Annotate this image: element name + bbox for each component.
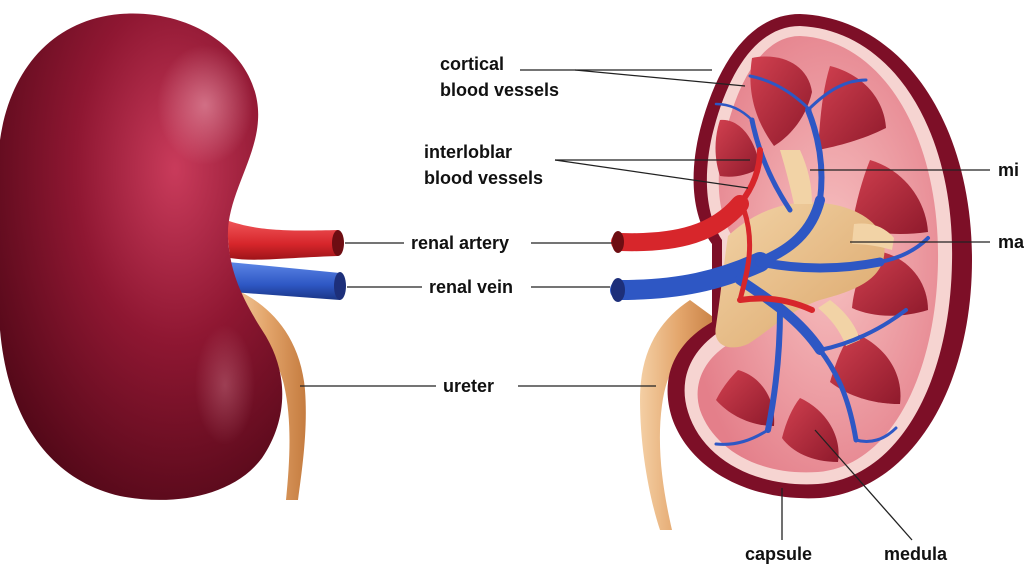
external-renal-artery: [226, 220, 338, 260]
label-major-partial: ma: [998, 232, 1024, 252]
section-ureter: [640, 300, 720, 530]
label-renal-artery: renal artery: [411, 233, 509, 253]
label-renal-vein: renal vein: [429, 277, 513, 297]
leader-cortical-2: [574, 69, 746, 87]
renal-pyramids: [715, 56, 928, 462]
leader-interlobular-2: [554, 159, 749, 189]
labels: cortical blood vessels interloblar blood…: [300, 54, 1024, 564]
label-capsule: capsule: [745, 544, 812, 564]
leader-medula: [814, 429, 913, 541]
label-cortical-line2: blood vessels: [440, 80, 559, 100]
label-minor-partial: mi: [998, 160, 1019, 180]
renal-pelvis: [715, 202, 885, 348]
external-ureter: [228, 288, 306, 500]
label-interlobular-line2: blood vessels: [424, 168, 543, 188]
kidney-cross-section: [610, 14, 972, 530]
external-kidney: [0, 13, 346, 500]
arterial-branches: [611, 147, 815, 313]
external-renal-vein: [228, 262, 340, 300]
label-interlobular-line1: interloblar: [424, 142, 512, 162]
label-cortical-line1: cortical: [440, 54, 504, 74]
label-medula: medula: [884, 544, 948, 564]
label-ureter: ureter: [443, 376, 494, 396]
